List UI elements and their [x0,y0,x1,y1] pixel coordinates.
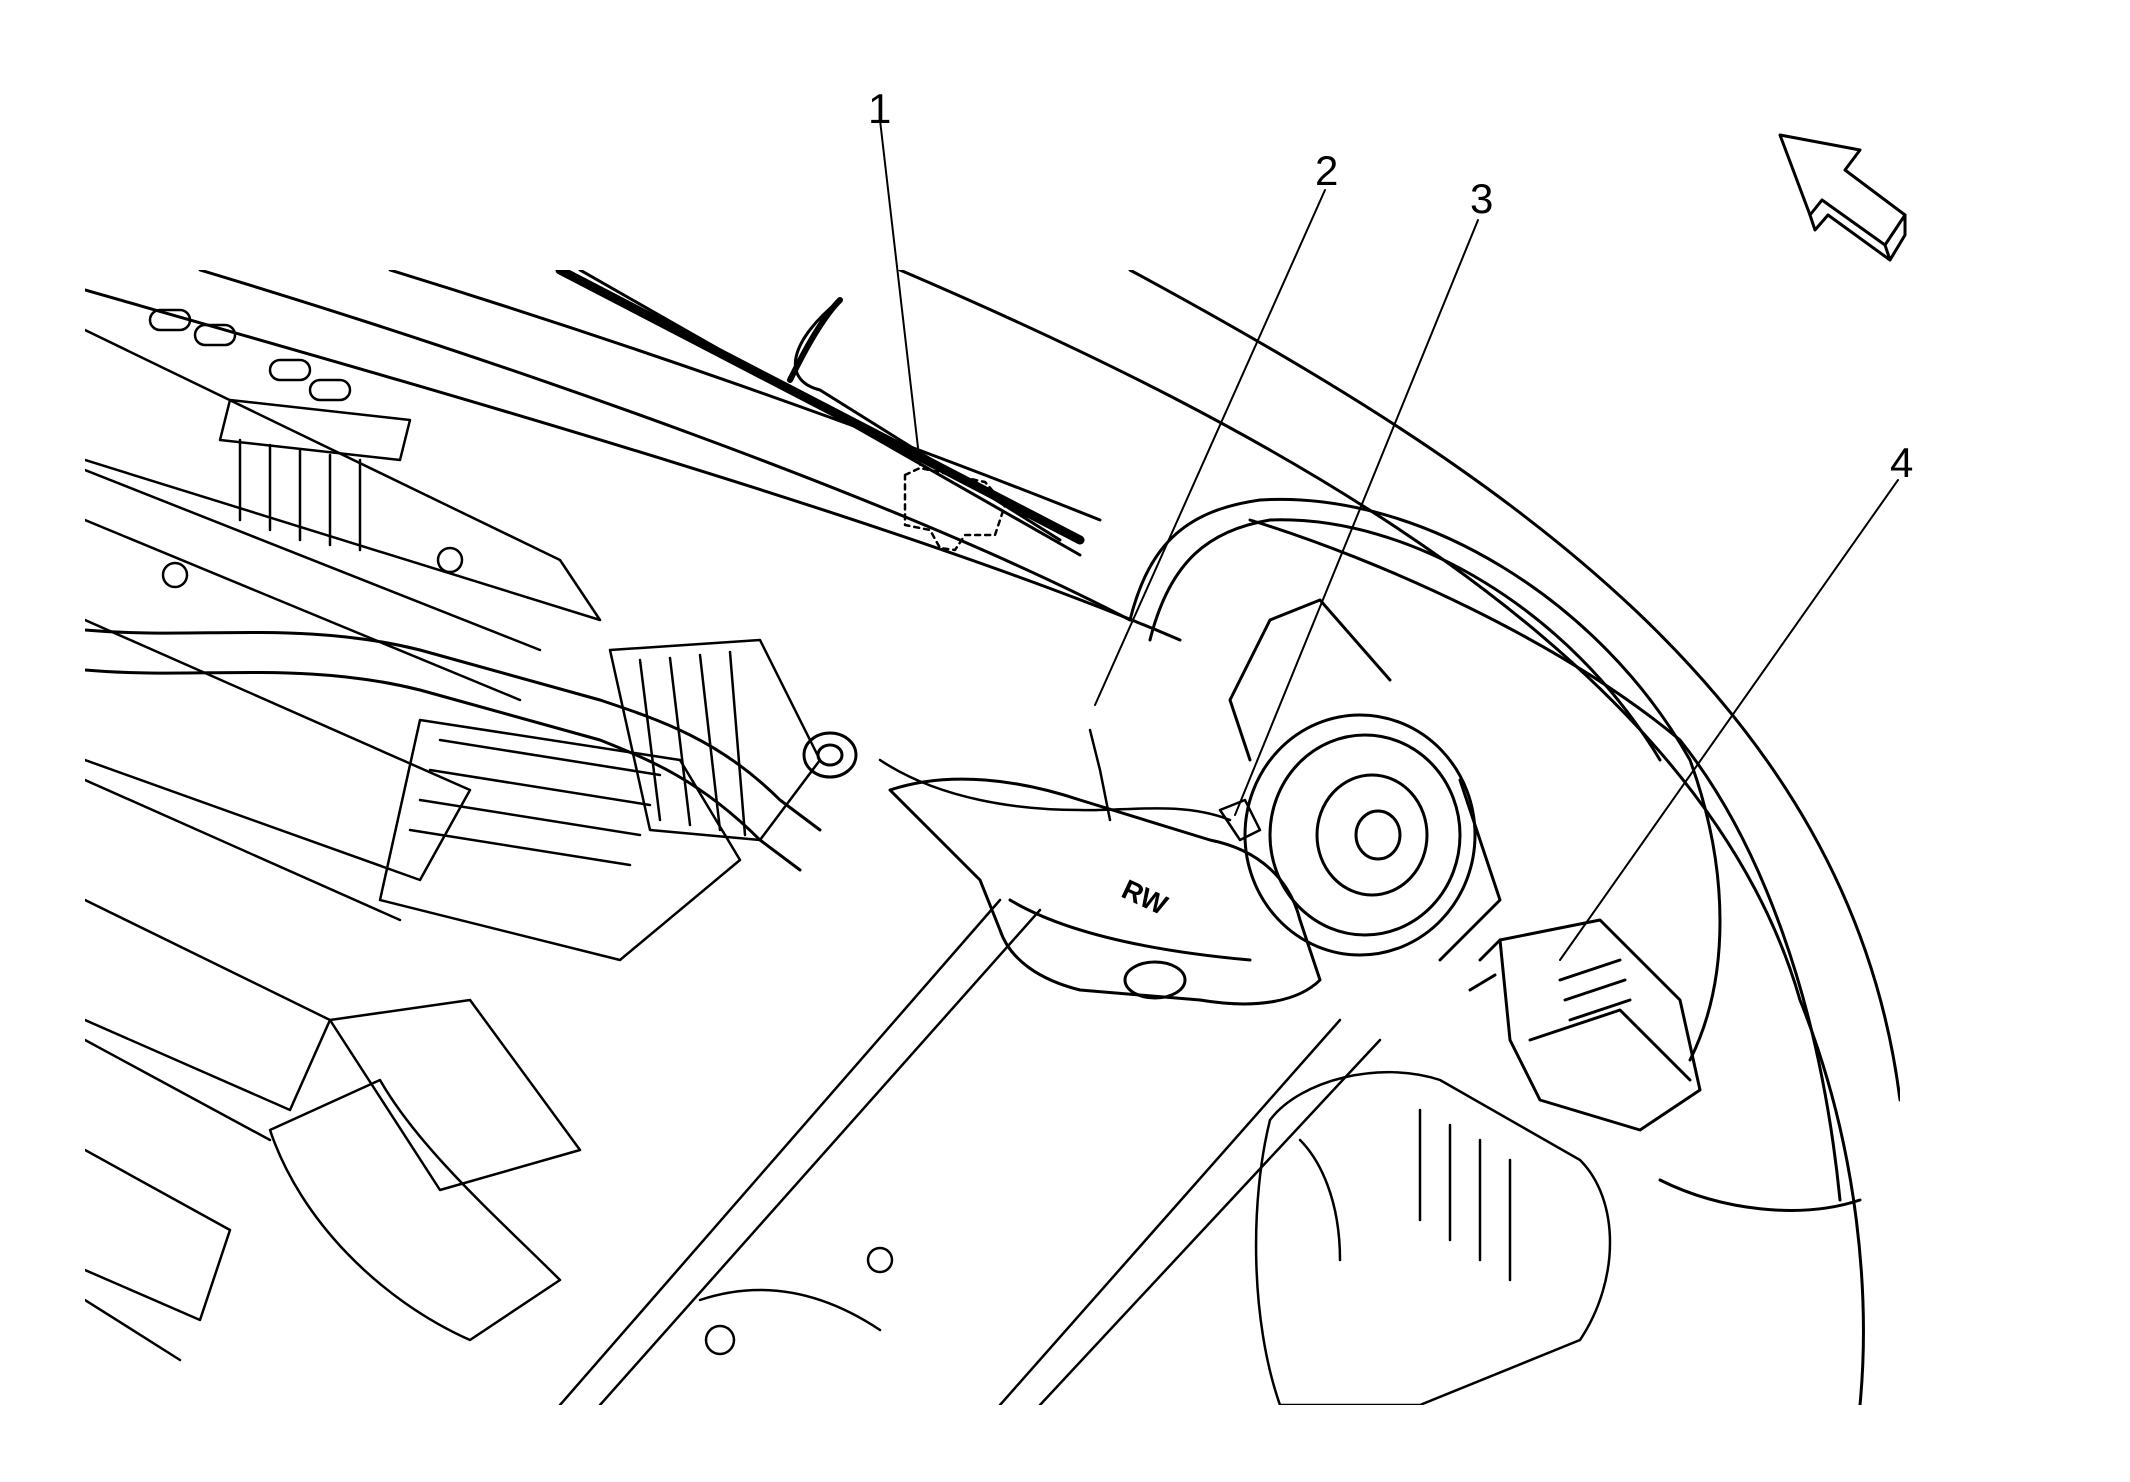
callout-4: 4 [1890,439,1914,486]
floor-pan [85,308,602,1362]
leader-lines [879,119,1899,961]
body-outer-panel [898,270,1900,1405]
heat-shield [268,638,822,1342]
muffler [1254,1070,1612,1405]
callout-1: 1 [868,85,892,132]
chassis-lower [558,898,1382,1405]
wheel-well [1128,497,1722,1062]
arrow-icon [1778,133,1907,262]
stabilizer-bar [85,628,858,872]
rocker-panel [85,270,1182,642]
electronic-module [1468,918,1702,1132]
control-arm: RW [888,777,1322,1006]
callout-2: 2 [1315,147,1339,194]
wheel-hub [1228,598,1502,962]
wheel-speed-harness [878,728,1262,842]
callout-3: 3 [1470,175,1494,222]
part-marking: RW [1117,873,1172,921]
hidden-component-outline [903,466,1007,552]
